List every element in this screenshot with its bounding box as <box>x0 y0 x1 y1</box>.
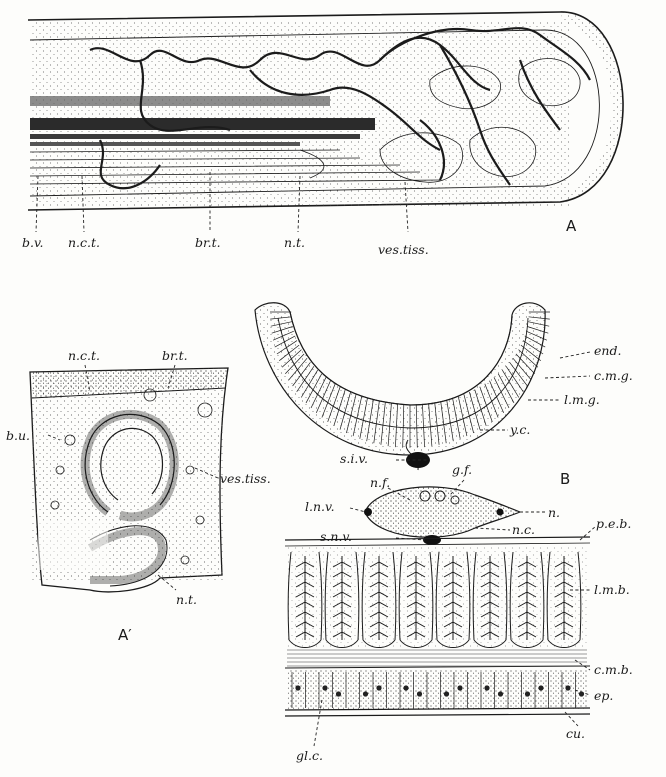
b-label-cmg: c.m.g. <box>594 368 633 383</box>
b-label-yc: y.c. <box>509 422 530 437</box>
b-label-ep: ep. <box>594 688 613 703</box>
b-label-lnv: l.n.v. <box>305 499 335 514</box>
figure-a: b.v. n.c.t. br.t. n.t. ves.tiss. A <box>22 12 623 257</box>
label-brt: br.t. <box>195 235 221 250</box>
b-label-snv: s.n.v. <box>320 529 352 544</box>
b-label-lmg: l.m.g. <box>564 392 600 407</box>
nerve-cord <box>364 487 520 545</box>
b-label-nf: n.f. <box>370 475 390 490</box>
b-label-nc: n.c. <box>512 522 535 537</box>
b-label-siv: s.i.v. <box>340 451 368 466</box>
figure-a-prime-letter: A′ <box>118 626 132 644</box>
ap-label-vestiss: ves.tiss. <box>220 471 271 486</box>
ap-label-brt: br.t. <box>162 348 188 363</box>
body-wall <box>285 537 590 716</box>
label-bv: b.v. <box>22 235 44 250</box>
figure-a-letter: A <box>566 217 577 235</box>
b-label-lmb: l.m.b. <box>594 582 630 597</box>
b-label-end: end. <box>594 343 621 358</box>
figure-a-prime: n.c.t. br.t. b.u. ves.tiss. n.t. A′ <box>6 348 271 644</box>
label-nt: n.t. <box>284 235 305 250</box>
figure-a-tissue <box>30 22 570 208</box>
b-label-glc: gl.c. <box>296 748 323 763</box>
figure-b-letter: B <box>560 470 570 488</box>
label-vestiss: ves.tiss. <box>378 242 429 257</box>
ap-label-nt: n.t. <box>176 592 197 607</box>
b-label-peb: p.e.b. <box>596 516 631 531</box>
figure-b: end. c.m.g. l.m.g. y.c. s.i.v. g.f. n.f.… <box>255 303 633 763</box>
ap-label-nct: n.c.t. <box>68 348 100 363</box>
b-label-n: n. <box>548 505 560 520</box>
ap-label-bu: b.u. <box>6 428 30 443</box>
b-label-cmb: c.m.b. <box>594 662 633 677</box>
b-label-gf: g.f. <box>452 462 472 477</box>
b-label-cu: cu. <box>566 726 585 741</box>
label-nct: n.c.t. <box>68 235 100 250</box>
gut-section <box>255 303 550 455</box>
